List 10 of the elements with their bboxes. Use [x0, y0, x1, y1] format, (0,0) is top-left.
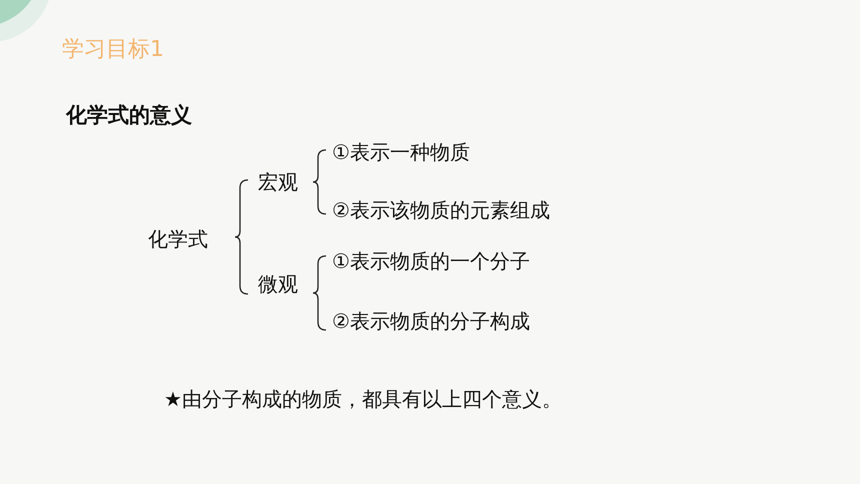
meaning-text: ①表示物质的一个分子	[332, 249, 530, 273]
term-label: 化学式	[148, 227, 208, 251]
section-label: 学习目标1	[62, 37, 164, 64]
category-label: 宏观	[258, 170, 298, 194]
meaning-text: ②表示该物质的元素组成	[332, 198, 550, 222]
category-label: 微观	[258, 272, 298, 296]
meaning-text: ②表示物质的分子构成	[332, 309, 530, 333]
heading: 化学式的意义	[66, 103, 192, 128]
note-text: ★由分子构成的物质，都具有以上四个意义。	[164, 387, 562, 411]
meaning-text: ①表示一种物质	[332, 140, 470, 164]
